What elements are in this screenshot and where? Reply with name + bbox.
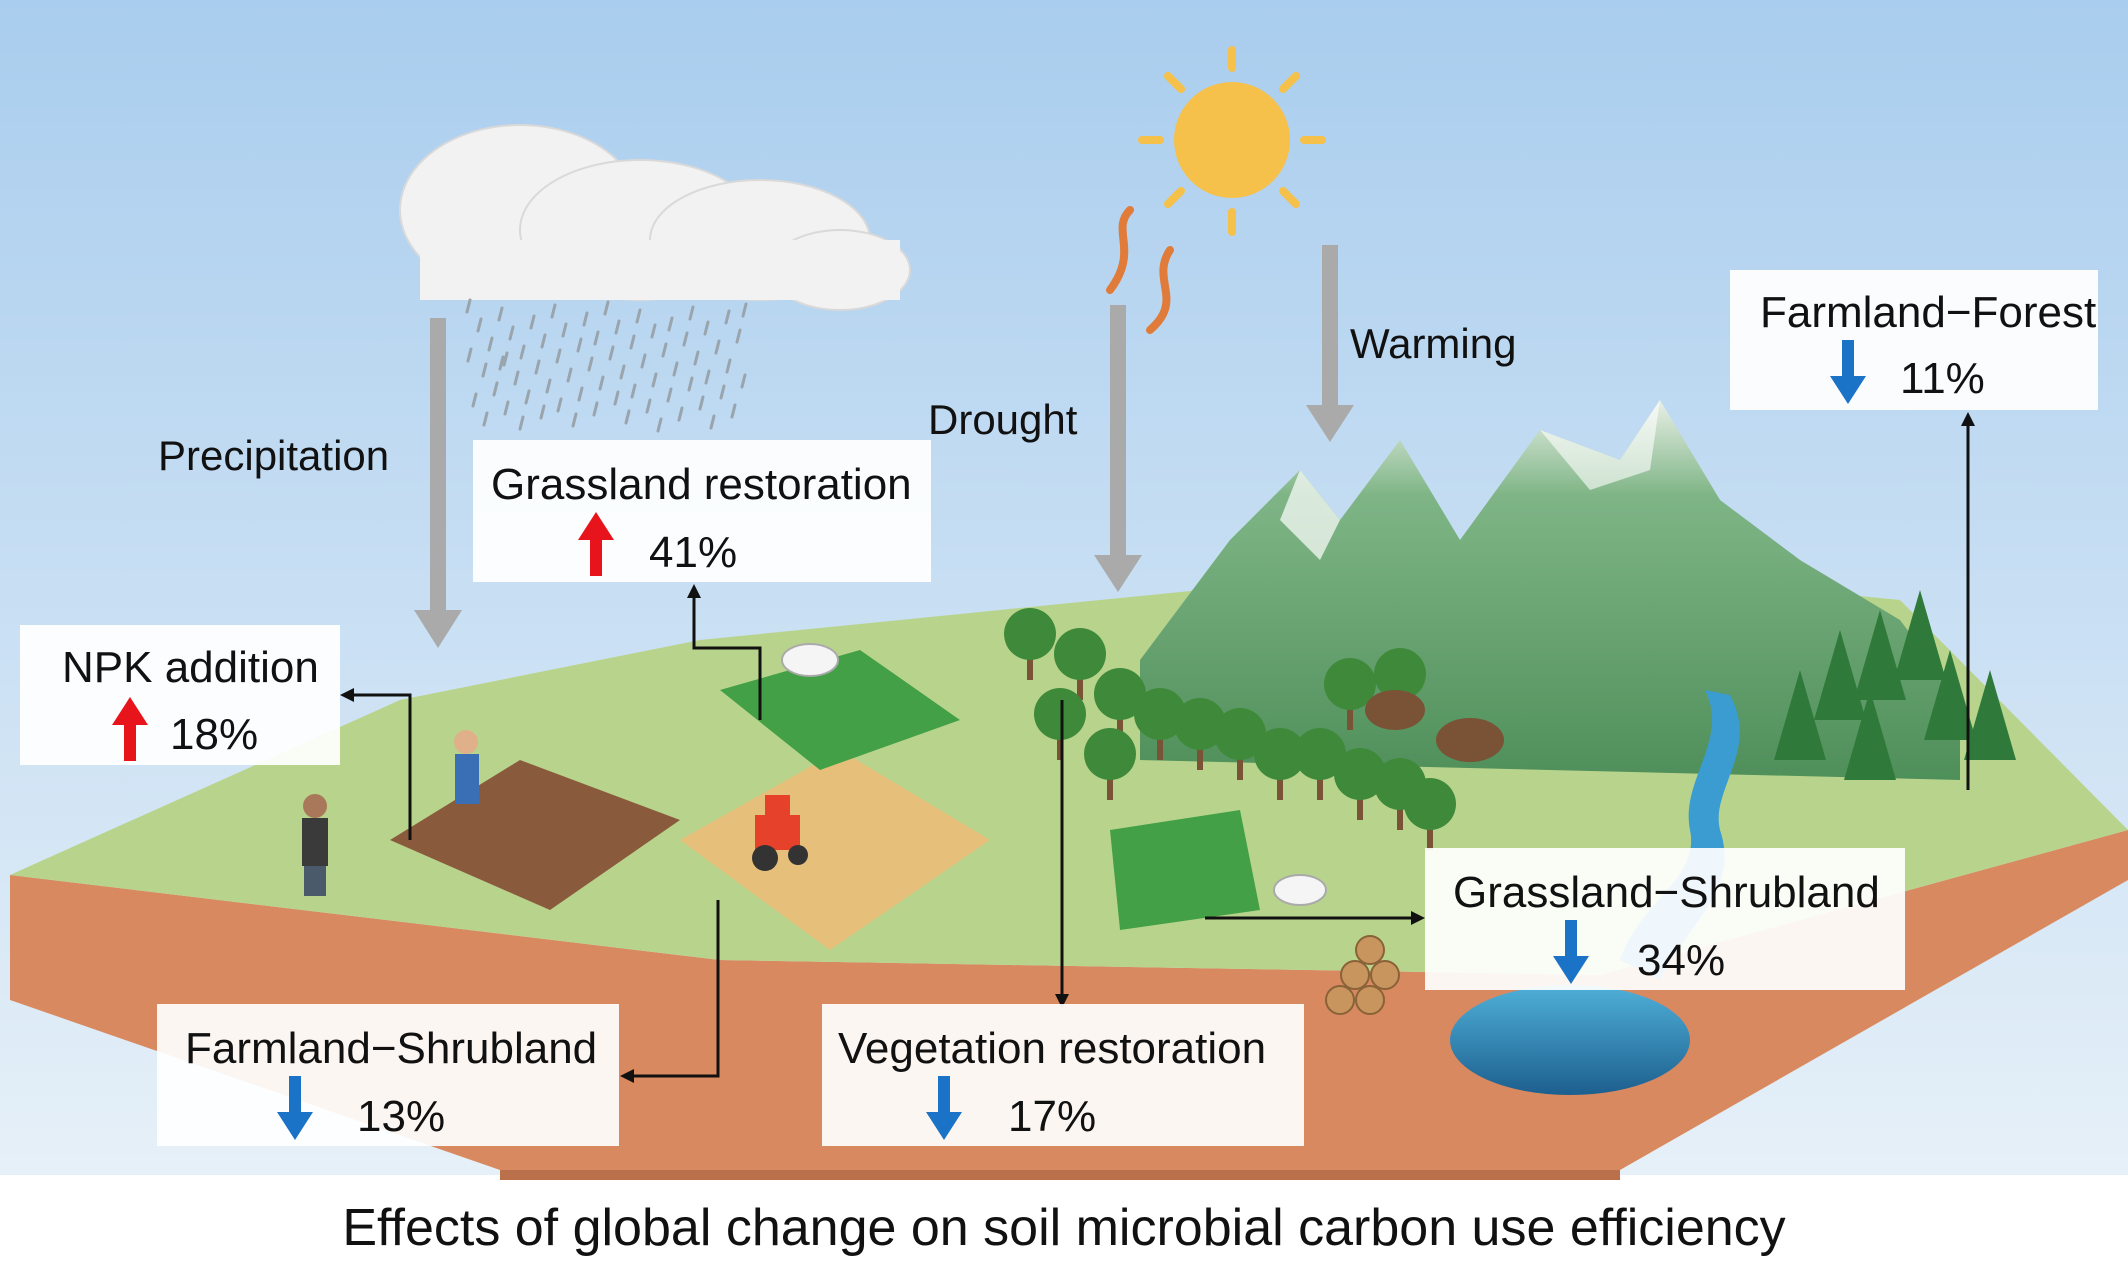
arrow-down-icon [926, 1076, 962, 1140]
log-pile-icon [1325, 935, 1400, 1015]
warming-arrow [1306, 245, 1354, 442]
arrow-down-icon [1553, 920, 1589, 984]
effect-value: 18% [170, 710, 259, 759]
drought-label: Drought [928, 396, 1078, 443]
effect-label: NPK addition [62, 643, 319, 692]
pond-icon [1450, 985, 1690, 1095]
effect-label: Farmland−Shrubland [185, 1024, 598, 1073]
tractor-icon [752, 795, 808, 871]
precipitation-arrow [414, 318, 462, 648]
rain-icon [465, 298, 748, 433]
connector-arrowheads [340, 412, 1975, 1083]
worm-icon [1106, 206, 1174, 334]
connector-arrows [350, 420, 1970, 1078]
arrow-down-icon [277, 1076, 313, 1140]
river-icon [1620, 690, 1740, 980]
cloud-icon [399, 124, 911, 311]
conifer-icon [1774, 590, 2016, 780]
driver-arrows [414, 245, 1354, 648]
arrow-up-icon [112, 697, 148, 761]
goat-icon [781, 643, 1327, 906]
drought-arrow [1094, 305, 1142, 592]
tree-icon [1004, 608, 1456, 850]
arrow-up-icon [578, 512, 614, 576]
effect-value: 17% [1008, 1092, 1097, 1141]
arrow-down-icon [1830, 340, 1866, 404]
effect-label: Vegetation restoration [838, 1024, 1267, 1073]
effect-box-grassland-restoration: Grassland restoration 41% [473, 440, 931, 582]
ploughed-field [680, 750, 990, 950]
effect-box-farmland-shrubland: Farmland−Shrubland 13% [157, 1004, 619, 1146]
warming-label: Warming [1350, 320, 1517, 367]
figure-caption: Effects of global change on soil microbi… [342, 1199, 1786, 1257]
grass-patch [720, 650, 1260, 930]
effect-value: 34% [1637, 936, 1726, 985]
effect-value: 11% [1900, 354, 1985, 403]
effect-box-vegetation-restoration: Vegetation restoration 17% [822, 1004, 1304, 1146]
effect-label: Grassland restoration [491, 460, 912, 509]
elephant-icon [1365, 690, 1504, 762]
effect-label: Farmland−Forest [1760, 288, 2097, 337]
effect-value: 41% [649, 528, 738, 577]
effect-label: Grassland−Shrubland [1453, 868, 1880, 917]
sun-icon [1138, 46, 1326, 236]
effect-value: 13% [357, 1092, 446, 1141]
effect-box-farmland-forest: Farmland−Forest 11% [1730, 270, 2098, 410]
effect-box-npk: NPK addition 18% [20, 625, 340, 765]
effect-box-grassland-shrubland: Grassland−Shrubland 34% [1425, 848, 1905, 990]
precipitation-label: Precipitation [158, 432, 390, 479]
soil-slab-shadow [500, 1170, 1620, 1180]
farmer-icon [302, 730, 479, 896]
